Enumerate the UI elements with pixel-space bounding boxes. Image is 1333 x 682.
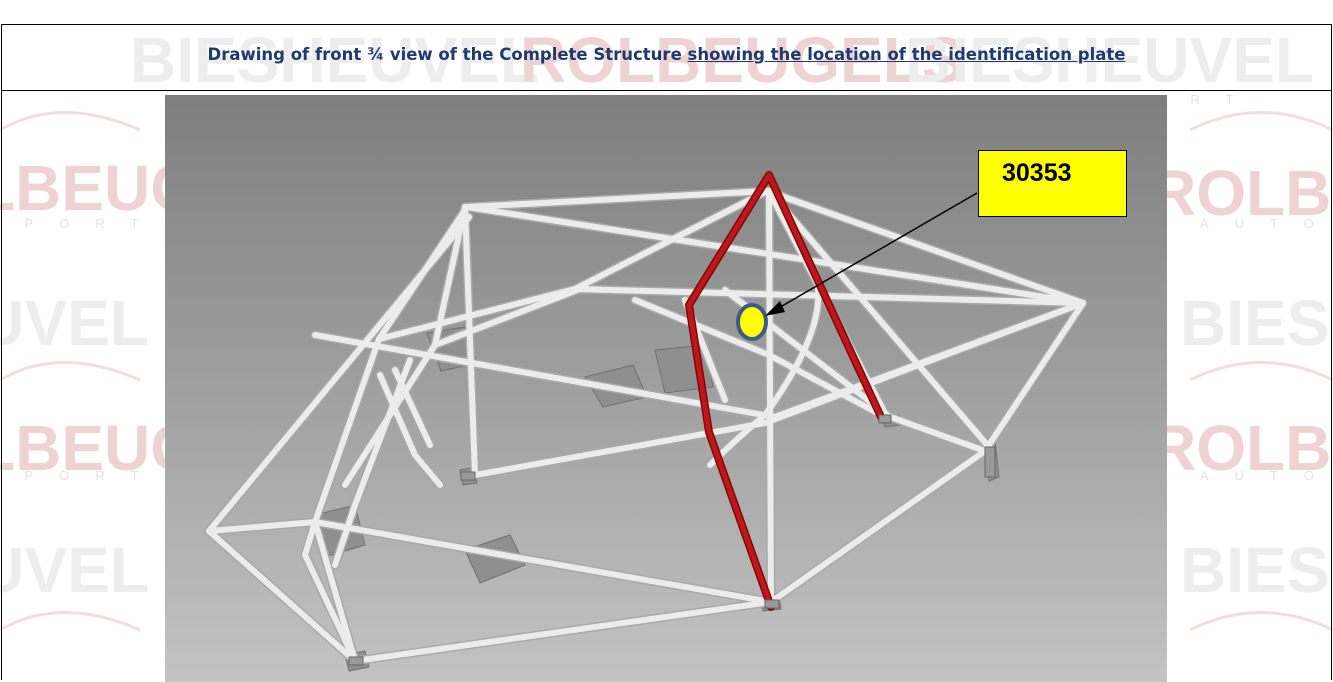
watermark-text: BIESHEUVEL	[130, 24, 539, 96]
roll-cage-drawing	[165, 95, 1167, 682]
watermark-text: BIESHEUVEL	[905, 24, 1314, 96]
watermark-text: BIESHEUVEL	[1180, 534, 1333, 606]
watermark-text: BIESHEUVEL	[0, 287, 149, 359]
title-row: Drawing of front ¾ view of the Complete …	[2, 25, 1331, 91]
watermark-text: ROLBEUGELS	[520, 24, 964, 96]
watermark-text: ROLBEUGELS	[1150, 412, 1333, 484]
heading-text: Drawing of front ¾ view of the Complete …	[207, 45, 688, 64]
roll-cage-illustration	[204, 171, 1088, 672]
id-number: 30353	[1002, 159, 1072, 187]
heading-underlined-text: showing the location of the identificati…	[687, 45, 1126, 64]
callout-arrow	[769, 192, 978, 314]
watermark-text: ROLBEUGELS	[1150, 157, 1333, 229]
heading: Drawing of front ¾ view of the Complete …	[208, 45, 1126, 64]
document-table: Drawing of front ¾ view of the Complete …	[1, 24, 1332, 680]
tubes	[206, 188, 1086, 664]
watermark-text: BIESHEUVEL	[1180, 287, 1333, 359]
watermark-text: BIESHEUVEL	[0, 534, 149, 606]
mounting-feet	[348, 414, 996, 666]
tubes-outline	[204, 186, 1088, 666]
arrow-head-icon	[765, 301, 785, 316]
identification-plate-marker	[736, 303, 768, 341]
main-hoop	[685, 171, 885, 611]
id-number-callout: 30353	[978, 150, 1127, 217]
